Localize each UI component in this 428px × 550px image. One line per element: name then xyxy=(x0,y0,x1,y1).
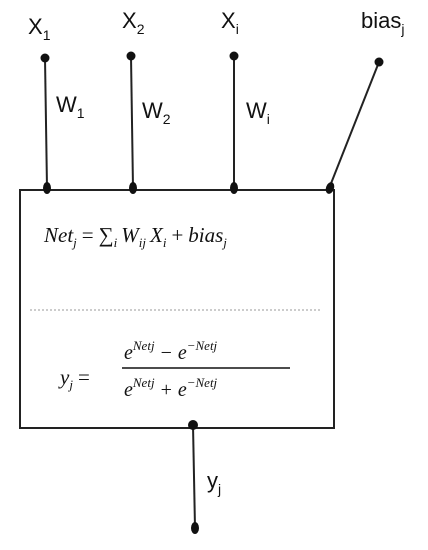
neuron-box xyxy=(19,189,335,429)
activation-equation: yj= eNetj−e−Netj eNetj+e−Netj xyxy=(58,338,290,401)
input-1-label: X1 xyxy=(28,14,51,43)
output-connection xyxy=(192,424,196,529)
weight-1-label: W1 xyxy=(56,92,85,121)
input-i-node xyxy=(229,51,239,61)
activation-numerator: eNetj−e−Netj xyxy=(124,338,218,364)
bias-node xyxy=(374,57,384,67)
input-1-junction xyxy=(43,182,51,194)
input-2-junction xyxy=(129,182,137,194)
activation-lhs: yj= xyxy=(58,365,90,392)
output-junction xyxy=(188,420,198,430)
weight-i-label: Wi xyxy=(246,98,270,127)
weight-2-label: W2 xyxy=(142,98,171,127)
bias-label: biasj xyxy=(361,8,404,37)
input-1-connection xyxy=(44,57,48,189)
activation-denominator: eNetj+e−Netj xyxy=(124,375,218,401)
input-2: X2 W2 xyxy=(122,8,171,194)
output-node xyxy=(191,522,199,534)
input-i: Xi Wi xyxy=(221,8,270,194)
output: yj xyxy=(188,420,221,534)
bias-input: biasj xyxy=(325,8,404,194)
input-1: X1 W1 xyxy=(28,14,85,194)
bias-junction xyxy=(325,182,335,194)
input-1-node xyxy=(40,53,50,63)
output-label: yj xyxy=(207,468,221,497)
input-2-node xyxy=(126,51,136,61)
bias-connection xyxy=(329,61,380,187)
input-2-connection xyxy=(130,55,134,189)
input-i-junction xyxy=(230,182,238,194)
input-i-label: Xi xyxy=(221,8,239,37)
input-2-label: X2 xyxy=(122,8,145,37)
